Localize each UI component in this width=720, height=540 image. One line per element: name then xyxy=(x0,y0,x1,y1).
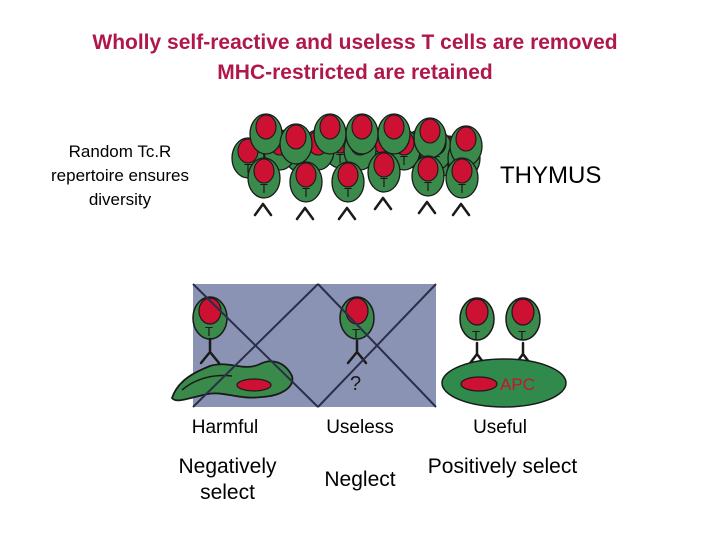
t-label: T xyxy=(244,161,252,176)
t-label: T xyxy=(472,328,480,343)
t-cell xyxy=(279,123,313,165)
negatively-select-label: Negatively select xyxy=(178,455,277,504)
t-cell: T xyxy=(411,155,445,215)
t-cell: T xyxy=(331,161,365,221)
t-cell: T xyxy=(445,157,479,217)
t-cell xyxy=(345,113,379,155)
t-cell xyxy=(377,113,411,155)
apc-label: APC xyxy=(500,375,535,394)
title-line-2: MHC-restricted are retained xyxy=(217,61,493,84)
title-line-1: Wholly self-reactive and useless T cells… xyxy=(92,31,618,54)
t-label: T xyxy=(352,326,360,341)
t-label: T xyxy=(344,185,352,200)
repertoire-description: Random Tc.R repertoire ensures diversity xyxy=(51,142,189,209)
neglect-label: Neglect xyxy=(324,468,396,491)
useful-label: Useful xyxy=(473,417,527,438)
t-label: T xyxy=(336,151,344,166)
t-label: T xyxy=(260,181,268,196)
harmful-label: Harmful xyxy=(191,417,259,438)
harmful-cross-icon xyxy=(192,283,319,408)
t-label: T xyxy=(205,324,213,339)
t-cell xyxy=(413,117,447,159)
t-cell: T xyxy=(367,151,401,211)
t-cell xyxy=(313,113,347,155)
apc-cell: APC xyxy=(441,358,567,408)
t-cell: T xyxy=(247,157,281,217)
t-label: T xyxy=(458,181,466,196)
unknown-antigen-mark: ? xyxy=(350,373,361,395)
t-cell-repertoire-cluster: TTTTTTTTTTTTTT xyxy=(231,113,483,221)
t-label: T xyxy=(380,175,388,190)
useless-cross-icon xyxy=(317,283,437,408)
thymus-label: THYMUS xyxy=(500,162,602,189)
self-tissue-icon xyxy=(171,360,294,402)
t-cell: T xyxy=(289,161,323,221)
useful-t-cell: T xyxy=(505,297,541,368)
t-label: T xyxy=(400,153,408,168)
t-cell xyxy=(249,113,283,155)
useful-t-cell: T xyxy=(459,297,495,368)
positively-select-label: Positively select xyxy=(427,455,578,478)
t-label: T xyxy=(424,179,432,194)
useless-label: Useless xyxy=(326,417,394,438)
t-label: T xyxy=(302,185,310,200)
t-label: T xyxy=(518,328,526,343)
t-label: T xyxy=(444,159,452,174)
